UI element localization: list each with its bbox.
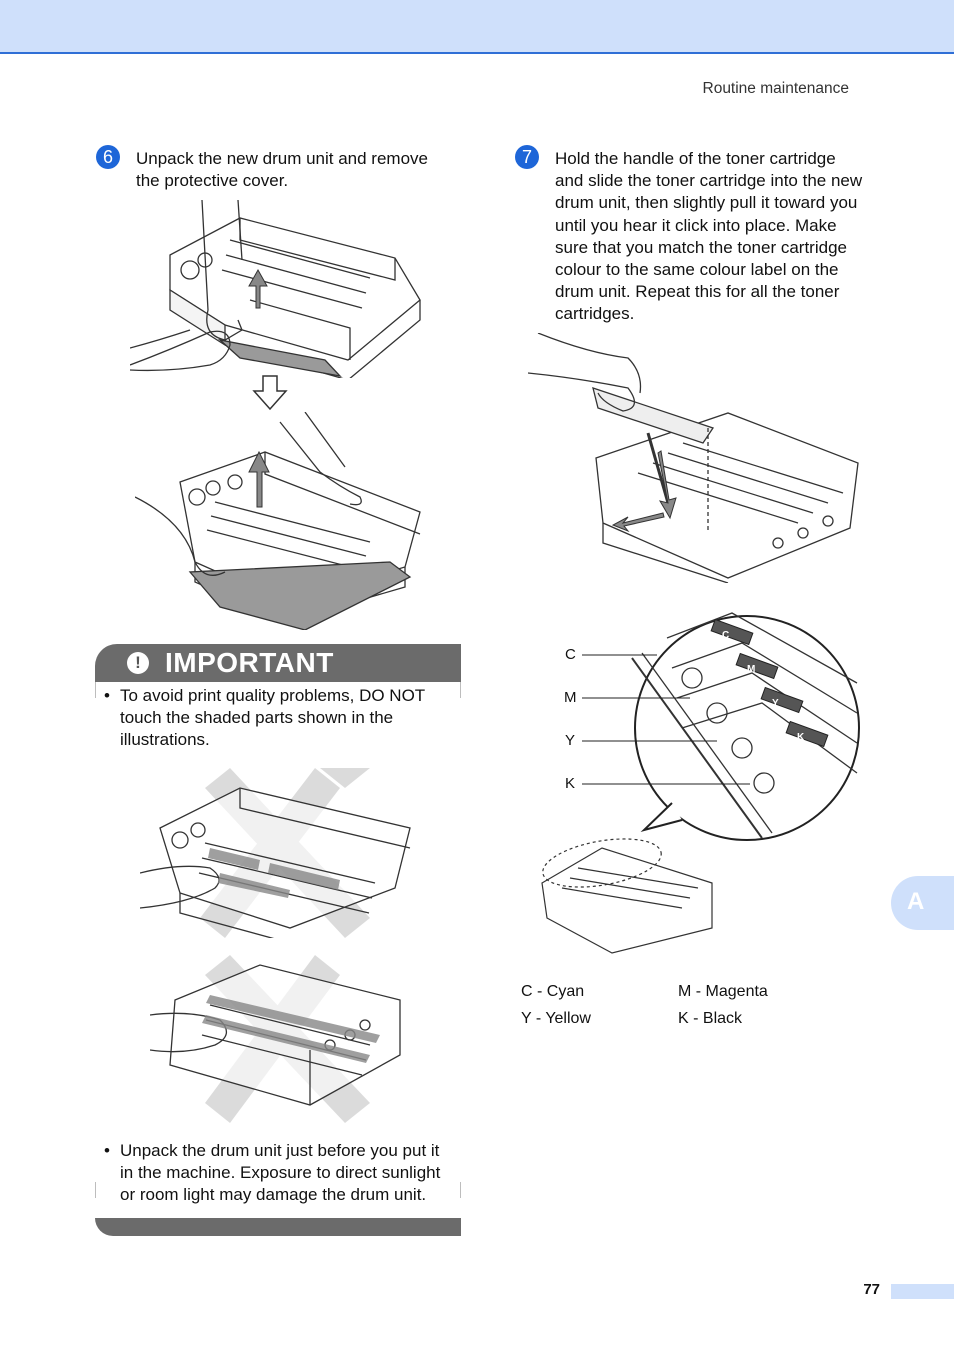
step-7-number: 7 xyxy=(515,145,539,169)
step-7-line: cartridges. xyxy=(555,304,635,324)
step-6-line: the protective cover. xyxy=(136,171,289,191)
important-right-rule-bottom xyxy=(460,1182,461,1198)
bullet-line: or room light may damage the drum unit. xyxy=(120,1185,427,1205)
legend-yellow: Y - Yellow xyxy=(521,1010,591,1027)
cartridge-label-m: M xyxy=(747,664,755,675)
step-6-line: Unpack the new drum unit and remove xyxy=(136,149,428,168)
step-7-line: drum unit. Repeat this for all the toner xyxy=(555,282,840,302)
important-left-rule-bottom xyxy=(95,1182,96,1198)
important-header: ! IMPORTANT xyxy=(95,644,461,682)
important-footer xyxy=(95,1218,461,1236)
bullet-icon: • xyxy=(104,1141,110,1160)
important-bullet-2: • Unpack the drum unit just before you p… xyxy=(104,1140,441,1207)
legend-cyan: C - Cyan xyxy=(521,983,585,1000)
callout-c: C xyxy=(565,646,576,663)
step-7-line: colour to the same colour label on the xyxy=(555,260,839,280)
bullet-line: illustrations. xyxy=(120,730,210,750)
page-number: 77 xyxy=(863,1281,880,1298)
important-bullet-1: • To avoid print quality problems, DO NO… xyxy=(104,685,426,752)
cartridge-label-c: C xyxy=(722,630,729,641)
cartridge-colour-closeup-illustration: C M Y K xyxy=(541,612,860,954)
legend-magenta: M - Magenta xyxy=(678,983,768,1000)
legend-black: K - Black xyxy=(678,1010,743,1027)
callout-m: M xyxy=(564,689,577,706)
step-7-line: until you hear it click into place. Make xyxy=(555,215,837,235)
top-band xyxy=(0,0,954,54)
appendix-tab-letter: A xyxy=(907,888,925,915)
appendix-tab: A xyxy=(891,876,954,930)
step-7-line: drum unit, then slightly pull it toward … xyxy=(555,193,858,213)
drum-unit-warning-illustration-top xyxy=(140,768,411,938)
bullet-line: in the machine. Exposure to direct sunli… xyxy=(120,1163,441,1183)
callout-y: Y xyxy=(565,732,576,749)
running-head: Routine maintenance xyxy=(702,80,850,97)
bullet-icon: • xyxy=(104,686,110,705)
bullet-line: touch the shaded parts shown in the xyxy=(120,708,394,728)
drum-unit-illustration-cover xyxy=(130,200,421,378)
page-number-bar xyxy=(891,1284,954,1299)
cartridge-label-y: Y xyxy=(772,698,779,709)
exclamation-icon: ! xyxy=(127,652,149,674)
drum-unit-illustration-lift xyxy=(135,412,421,630)
drum-unit-warning-illustration-bottom xyxy=(150,955,401,1123)
step-7-line: and slide the toner cartridge into the n… xyxy=(555,171,863,191)
important-box: ! IMPORTANT xyxy=(95,644,461,1236)
step-6-number: 6 xyxy=(96,145,120,169)
down-arrow-icon xyxy=(252,375,288,411)
callout-k: K xyxy=(565,775,576,792)
important-title: IMPORTANT xyxy=(165,647,334,678)
bullet-line: To avoid print quality problems, DO NOT xyxy=(120,686,426,705)
step-7-line: Hold the handle of the toner cartridge xyxy=(555,149,836,168)
step-6-text: Unpack the new drum unit and remove the … xyxy=(136,148,428,192)
bullet-line: Unpack the drum unit just before you put… xyxy=(120,1141,440,1160)
important-left-rule xyxy=(95,682,96,698)
step-7-line: sure that you match the toner cartridge xyxy=(555,237,847,257)
toner-insert-illustration xyxy=(528,333,859,583)
step-7-text: Hold the handle of the toner cartridge a… xyxy=(555,148,862,326)
cartridge-label-k: K xyxy=(797,732,805,743)
important-right-rule xyxy=(460,682,461,698)
